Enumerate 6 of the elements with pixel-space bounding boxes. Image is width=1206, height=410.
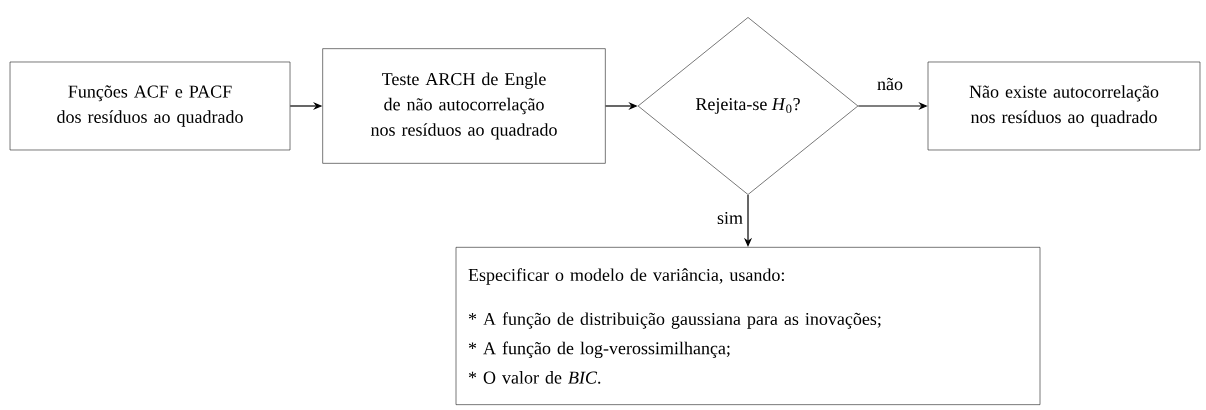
edge-label: não bbox=[875, 76, 905, 92]
process-box: Teste ARCH de Engle de não autocorrelação nos resíduos ao quadrado bbox=[322, 48, 606, 164]
process-box: Funções ACF e PACF dos resíduos ao quadrado bbox=[9, 61, 291, 151]
edge-label: sim bbox=[715, 210, 745, 226]
process-box: Não existe autocorrelação nos resíduos ao quadrado bbox=[927, 61, 1201, 151]
text-panel: Especificar o modelo de variância, usando: * A função de distribuição gaussiana para as inovações; * A função de log-verossimilhança; * O valor de BIC. bbox=[455, 247, 1041, 405]
